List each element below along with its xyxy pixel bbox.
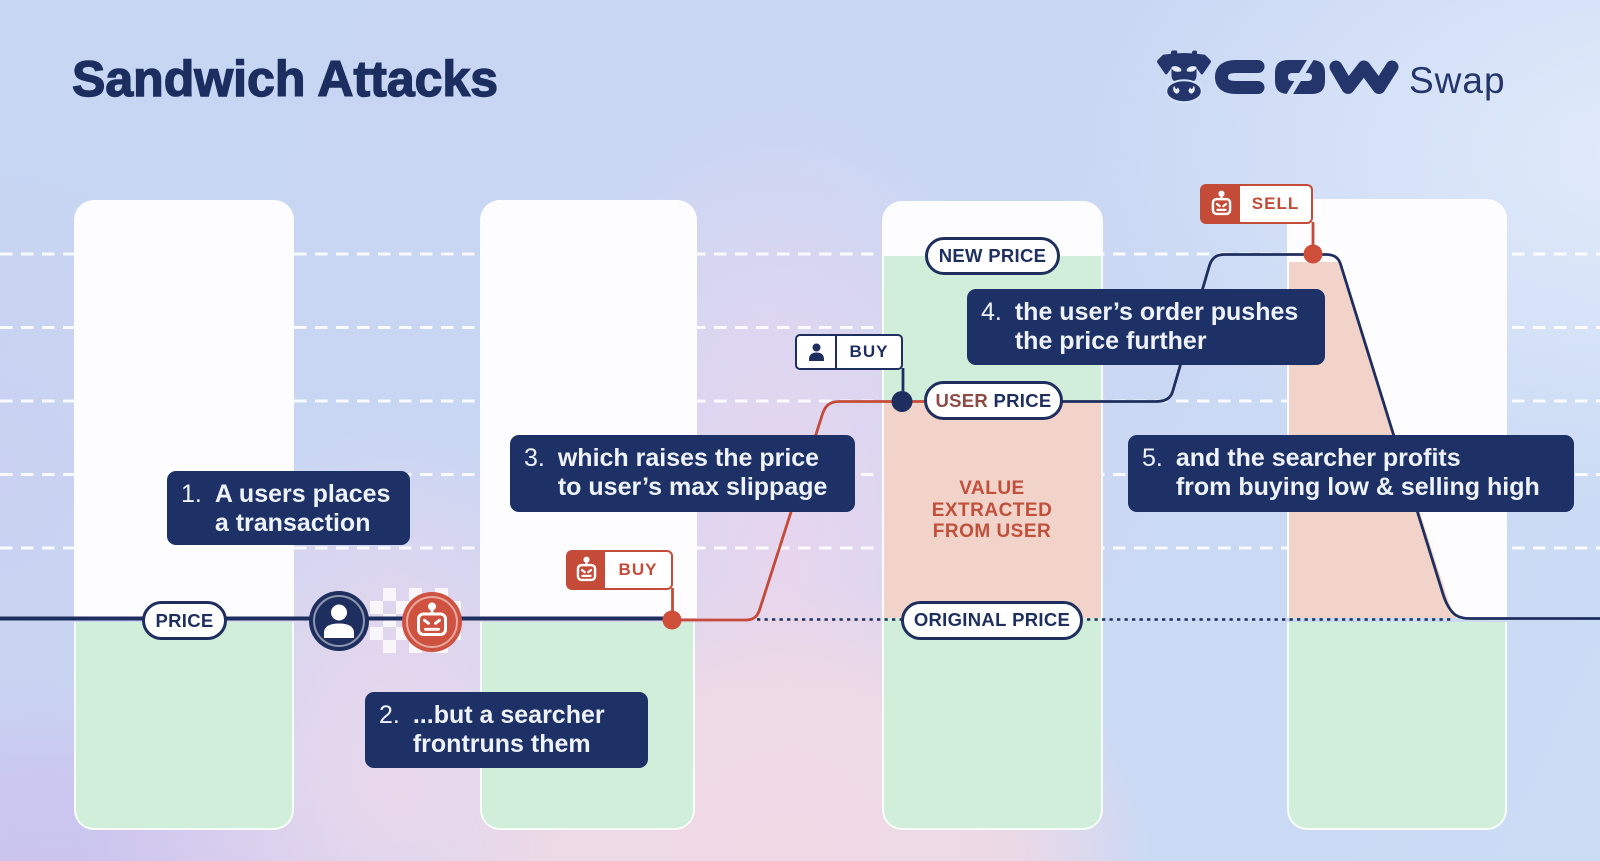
svg-text:Swap: Swap: [1409, 60, 1506, 101]
